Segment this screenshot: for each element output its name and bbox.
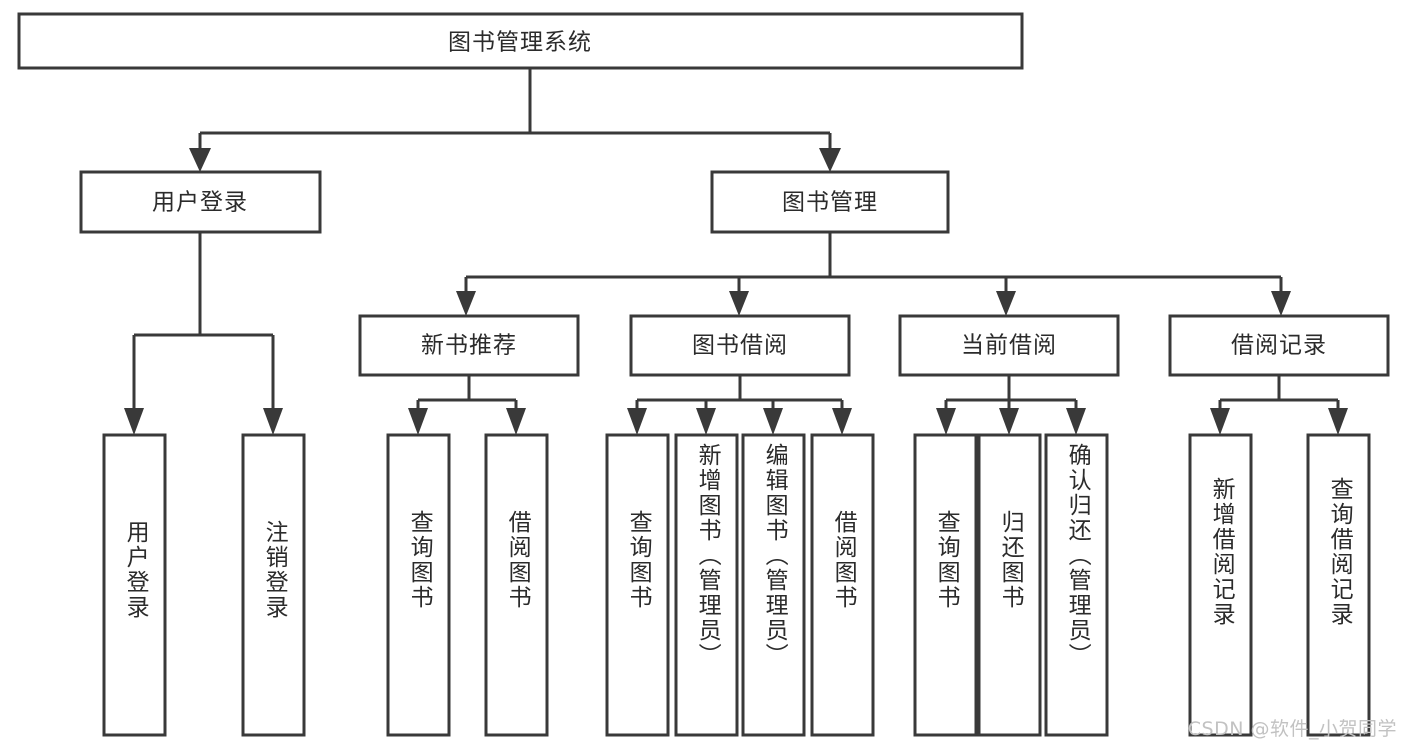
leaf-box-logout[interactable] <box>241 433 306 737</box>
node-user-login-box[interactable] <box>79 170 322 234</box>
node-borrow-record-box[interactable] <box>1168 314 1390 377</box>
leaf-box-query-record[interactable] <box>1306 433 1371 737</box>
leaf-box-edit-book[interactable] <box>741 433 806 737</box>
node-current-borrow-label: 当前借阅 <box>961 333 1057 359</box>
leaf-box-add-book[interactable] <box>674 433 739 737</box>
leaf-box-group <box>102 433 1371 737</box>
arrow-down-icon <box>189 148 211 172</box>
node-book-borrow[interactable]: 图书借阅 <box>629 314 851 377</box>
arrowhead-group <box>124 148 1348 435</box>
leaf-box-confirm-return[interactable] <box>1044 433 1109 737</box>
csdn-watermark: CSDN @软件_小贺同学 <box>1187 718 1397 740</box>
node-book-borrow-label: 图书借阅 <box>692 333 788 359</box>
arrow-down-icon <box>696 408 716 435</box>
node-new-book-recommend-box[interactable] <box>358 314 580 377</box>
arrow-down-icon <box>819 148 841 172</box>
node-user-login-label: 用户登录 <box>152 190 248 216</box>
arrow-down-icon <box>1271 291 1291 316</box>
arrow-down-icon <box>999 408 1019 435</box>
leaf-box-borrow-book-new[interactable] <box>484 433 549 737</box>
node-new-book-recommend[interactable]: 新书推荐 <box>358 314 580 377</box>
node-current-borrow-box[interactable] <box>898 314 1120 377</box>
node-root[interactable]: 图书管理系统 <box>17 12 1024 70</box>
leaf-box-add-record[interactable] <box>1188 433 1253 737</box>
node-user-login[interactable]: 用户登录 <box>79 170 322 234</box>
arrow-down-icon <box>506 408 526 435</box>
node-root-label: 图书管理系统 <box>448 30 592 56</box>
node-book-borrow-box[interactable] <box>629 314 851 377</box>
arrow-down-icon <box>936 408 956 435</box>
arrow-down-icon <box>627 408 647 435</box>
arrow-down-icon <box>263 408 283 435</box>
arrow-down-icon <box>832 408 852 435</box>
node-book-manage-label: 图书管理 <box>782 190 878 216</box>
node-borrow-record-label: 借阅记录 <box>1231 333 1327 359</box>
leaf-box-query-book-new[interactable] <box>386 433 451 737</box>
arrow-down-icon <box>408 408 428 435</box>
arrow-down-icon <box>1328 408 1348 435</box>
node-root-box[interactable] <box>17 12 1024 70</box>
node-current-borrow[interactable]: 当前借阅 <box>898 314 1120 377</box>
arrow-down-icon <box>456 291 476 316</box>
node-book-manage-box[interactable] <box>710 170 950 234</box>
node-book-manage[interactable]: 图书管理 <box>710 170 950 234</box>
arrow-down-icon <box>1066 408 1086 435</box>
arrow-down-icon <box>729 291 749 316</box>
leaf-box-return-book[interactable] <box>977 433 1042 737</box>
arrow-down-icon <box>763 408 783 435</box>
leaf-box-user-login[interactable] <box>102 433 167 737</box>
arrow-down-icon <box>1210 408 1230 435</box>
node-borrow-record[interactable]: 借阅记录 <box>1168 314 1390 377</box>
leaf-box-query-book-current[interactable] <box>913 433 978 737</box>
leaf-box-query-book-borrow[interactable] <box>605 433 670 737</box>
node-new-book-recommend-label: 新书推荐 <box>421 333 517 359</box>
leaf-box-borrow-book[interactable] <box>810 433 875 737</box>
arrow-down-icon <box>124 408 144 435</box>
arrow-down-icon <box>996 291 1016 316</box>
